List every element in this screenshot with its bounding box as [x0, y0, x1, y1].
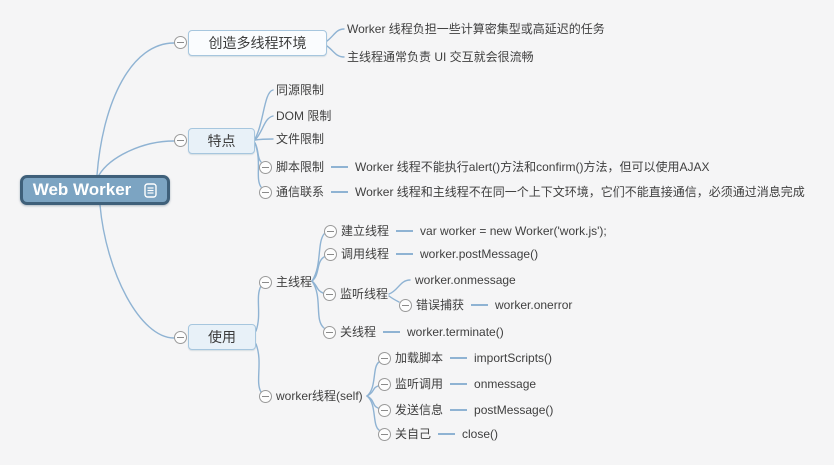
collapse-icon[interactable] [174, 36, 187, 49]
connector-dash [471, 304, 489, 306]
topic-note[interactable]: onmessage [474, 377, 537, 391]
topic-label[interactable]: 文件限制 [276, 132, 325, 146]
topic-note[interactable]: importScripts() [474, 351, 553, 365]
node-same-origin-limit: 同源限制 [276, 82, 324, 98]
topic-label[interactable]: 建立线程 [341, 224, 390, 238]
collapse-icon[interactable] [323, 287, 336, 301]
connector-dash [450, 357, 468, 359]
topic-note[interactable]: worker.terminate() [407, 325, 504, 339]
topic-label: 特点 [207, 133, 236, 149]
node-worker-thread-self: worker线程(self) [259, 388, 363, 404]
topic-label[interactable]: 错误捕获 [416, 298, 465, 312]
topic-features[interactable]: 特点 [188, 128, 255, 154]
topic-label[interactable]: 加载脚本 [395, 351, 444, 365]
connector-dash [396, 253, 414, 255]
node-onmessage: worker.onmessage [415, 272, 516, 288]
node-import-scripts: 加载脚本 importScripts() [378, 350, 552, 366]
topic-note[interactable]: Worker 线程不能执行alert()方法和confirm()方法，但可以使用… [355, 160, 710, 174]
topic-label[interactable]: 脚本限制 [276, 160, 325, 174]
collapse-icon[interactable] [324, 224, 337, 238]
topic-label: 创造多线程环境 [208, 35, 307, 51]
collapse-icon[interactable] [399, 298, 412, 312]
node-listen-thread: 监听线程 [323, 286, 388, 302]
collapse-icon[interactable] [174, 134, 187, 147]
topic-label[interactable]: worker线程(self) [276, 389, 363, 403]
node-communication: 通信联系 Worker 线程和主线程不在同一个上下文环境，它们不能直接通信，必须… [259, 184, 805, 200]
topic-label[interactable]: worker.onmessage [415, 273, 516, 287]
node-file-limit: 文件限制 [276, 131, 324, 147]
node-worker-heavy-task: Worker 线程负担一些计算密集型或高延迟的任务 [347, 21, 605, 37]
topic-label[interactable]: 通信联系 [276, 185, 325, 199]
topic-note[interactable]: worker.onerror [495, 298, 573, 312]
node-close-thread: 关线程 worker.terminate() [323, 324, 504, 340]
connector-dash [396, 230, 414, 232]
topic-label[interactable]: 关自己 [395, 427, 432, 441]
collapse-icon[interactable] [323, 325, 336, 339]
connector-dash [450, 383, 468, 385]
topic-label[interactable]: 主线程通常负责 UI 交互就会很流畅 [347, 50, 534, 64]
collapse-icon[interactable] [259, 389, 272, 403]
topic-note[interactable]: var worker = new Worker('work.js'); [420, 224, 607, 238]
topic-label[interactable]: 调用线程 [341, 247, 390, 261]
topic-note[interactable]: worker.postMessage() [420, 247, 539, 261]
topic-note[interactable]: close() [462, 427, 499, 441]
topic-create-env[interactable]: 创造多线程环境 [188, 30, 327, 56]
topic-label[interactable]: 主线程 [276, 275, 313, 289]
topic-label: 使用 [208, 329, 236, 345]
collapse-icon[interactable] [378, 377, 391, 391]
connector-dash [331, 191, 349, 193]
topic-note[interactable]: postMessage() [474, 403, 554, 417]
topic-label[interactable]: 监听调用 [395, 377, 444, 391]
topic-label[interactable]: 关线程 [340, 325, 377, 339]
node-script-limit: 脚本限制 Worker 线程不能执行alert()方法和confirm()方法，… [259, 159, 709, 175]
topic-label[interactable]: 发送信息 [395, 403, 444, 417]
root-topic[interactable]: Web Worker [20, 175, 170, 205]
connector-dash [450, 409, 468, 411]
connector-dash [383, 331, 401, 333]
collapse-icon[interactable] [378, 403, 391, 417]
node-dom-limit: DOM 限制 [276, 108, 331, 124]
topic-label[interactable]: 监听线程 [340, 287, 389, 301]
node-close-self: 关自己 close() [378, 426, 498, 442]
notes-icon[interactable] [144, 182, 157, 198]
collapse-icon[interactable] [259, 275, 272, 289]
node-create-thread: 建立线程 var worker = new Worker('work.js'); [324, 223, 607, 239]
root-topic-label: Web Worker [32, 180, 132, 199]
topic-label[interactable]: 同源限制 [276, 83, 325, 97]
node-listen-call: 监听调用 onmessage [378, 376, 536, 392]
node-call-thread: 调用线程 worker.postMessage() [324, 246, 538, 262]
topic-note[interactable]: Worker 线程和主线程不在同一个上下文环境，它们不能直接通信，必须通过消息完… [355, 185, 805, 199]
node-send-message: 发送信息 postMessage() [378, 402, 553, 418]
collapse-icon[interactable] [259, 185, 272, 199]
connector-dash [331, 166, 349, 168]
topic-usage[interactable]: 使用 [188, 324, 256, 350]
collapse-icon[interactable] [324, 247, 337, 261]
node-main-thread-ui: 主线程通常负责 UI 交互就会很流畅 [347, 49, 534, 65]
collapse-icon[interactable] [378, 351, 391, 365]
topic-label[interactable]: DOM 限制 [276, 109, 332, 123]
collapse-icon[interactable] [174, 331, 187, 344]
collapse-icon[interactable] [378, 427, 391, 441]
connector-dash [438, 433, 456, 435]
node-error-catch: 错误捕获 worker.onerror [399, 297, 572, 313]
node-main-thread: 主线程 [259, 274, 312, 290]
topic-label[interactable]: Worker 线程负担一些计算密集型或高延迟的任务 [347, 22, 605, 36]
collapse-icon[interactable] [259, 160, 272, 174]
